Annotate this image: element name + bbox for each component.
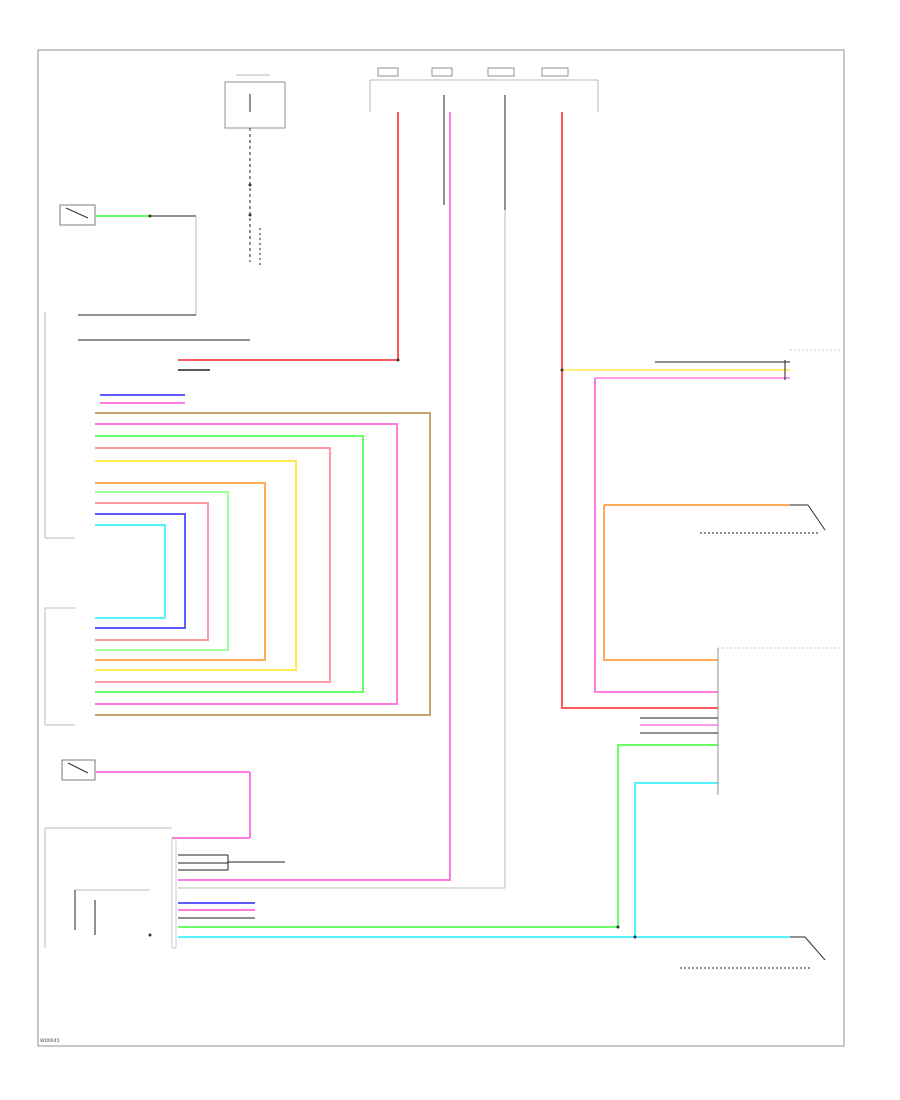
switch-icon: [807, 504, 826, 531]
switch-icon: [61, 759, 96, 781]
wire-loops: [95, 412, 431, 716]
fuse-block-right: [369, 67, 599, 210]
switch-icon: [804, 936, 826, 961]
fuse-block-left: [224, 74, 286, 268]
splice-dots: [148, 214, 637, 939]
diagram-code: WD0R45: [40, 1038, 60, 1044]
switch-top-left: [59, 204, 197, 315]
ground-icon: [148, 933, 152, 937]
diagram-border: [37, 49, 845, 1047]
splice-dot-icon: [560, 368, 564, 372]
splice-dot-icon: [616, 925, 620, 929]
wire-harness: [100, 112, 790, 938]
switch-bottom-left: [61, 759, 251, 839]
module-right-upper: [784, 349, 840, 380]
module-right-lower: [640, 647, 840, 795]
switch-right-middle: [700, 504, 826, 534]
splice-dot-icon: [396, 358, 400, 362]
splice-dot-icon: [633, 935, 637, 939]
connector-left-lower: [44, 607, 75, 726]
splice-dot-icon: [248, 183, 252, 187]
switch-bottom-right: [680, 936, 826, 969]
splice-dot-icon: [148, 214, 152, 218]
control-unit-left: [44, 312, 250, 539]
module-bottom-left: [44, 827, 285, 949]
switch-icon: [59, 204, 96, 226]
splice-dot-icon: [248, 213, 252, 217]
